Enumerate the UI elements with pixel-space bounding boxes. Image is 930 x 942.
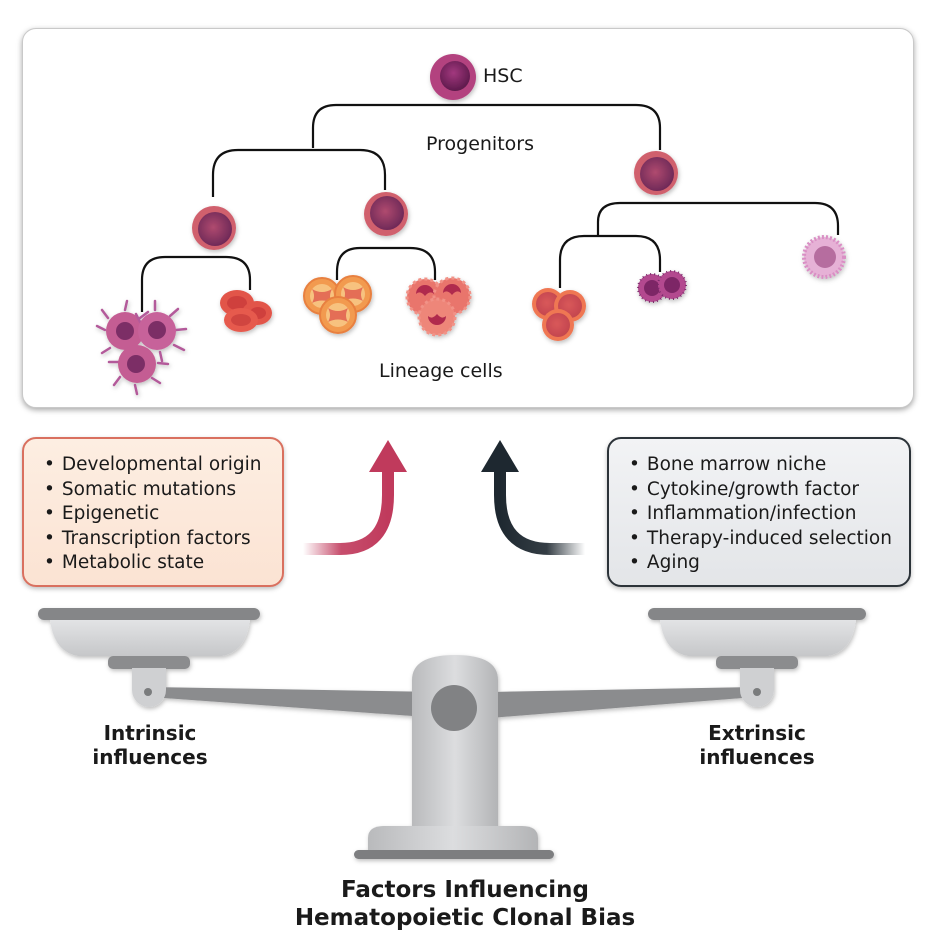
lineage-cells-label: Lineage cells: [379, 360, 503, 382]
title-line: Factors Influencing: [340, 877, 590, 903]
connector-eos-neut: [335, 246, 437, 280]
intrinsic-factor-item: Transcription factors: [44, 527, 282, 552]
balance-scale-icon: [38, 608, 866, 859]
extrinsic-factor-item: Therapy-induced selection: [629, 527, 909, 552]
scale-beam: [150, 687, 440, 718]
intrinsic-label-line: influences: [92, 745, 208, 769]
intrinsic-label-line: Intrinsic: [103, 721, 197, 745]
connector-right-split: [596, 201, 840, 236]
intrinsic-factor-item: Developmental origin: [44, 453, 282, 478]
red-blood-cells-icon: [220, 290, 272, 332]
dendritic-cell-icon: [802, 235, 846, 279]
connector-lymphoid: [558, 234, 662, 288]
progenitor-cell-icon: [634, 151, 678, 195]
intrinsic-factors-box: Developmental origin Somatic mutations E…: [22, 437, 284, 587]
intrinsic-influences-label: Intrinsic influences: [80, 721, 220, 769]
hsc-label: HSC: [483, 65, 523, 87]
progenitors-label: Progenitors: [426, 133, 534, 155]
figure-title: Factors Influencing Hematopoietic Clonal…: [0, 876, 930, 932]
scale-beam: [490, 687, 755, 718]
progenitor-cell-icon: [192, 206, 236, 250]
extrinsic-influences-label: Extrinsic influences: [687, 721, 827, 769]
intrinsic-factor-item: Epigenetic: [44, 502, 282, 527]
intrinsic-arrow-icon: [303, 440, 407, 555]
intrinsic-factors-list: Developmental origin Somatic mutations E…: [44, 453, 282, 576]
extrinsic-label-line: Extrinsic: [708, 721, 806, 745]
extrinsic-label-line: influences: [699, 745, 815, 769]
connector-left-split: [211, 148, 387, 197]
progenitor-cell-icon: [364, 192, 408, 236]
extrinsic-factors-list: Bone marrow niche Cytokine/growth factor…: [629, 453, 909, 576]
lymphoid-cells-orange-icon: [532, 288, 586, 341]
eosinophil-cells-icon: [303, 275, 372, 334]
tree-connectors: [140, 103, 840, 312]
extrinsic-factor-item: Bone marrow niche: [629, 453, 909, 478]
intrinsic-factor-item: Metabolic state: [44, 551, 282, 576]
extrinsic-arrow-icon: [481, 440, 585, 555]
lymphoid-cells-purple-icon: [637, 270, 687, 303]
connector-hsc-split: [311, 103, 662, 150]
extrinsic-factor-item: Inflammation/infection: [629, 502, 909, 527]
hsc-cell-icon: [430, 54, 476, 100]
connector-megak-rbc: [140, 255, 252, 312]
extrinsic-factors-box: Bone marrow niche Cytokine/growth factor…: [607, 437, 911, 587]
neutrophil-cells-icon: [405, 276, 472, 337]
title-line: Hematopoietic Clonal Bias: [294, 905, 636, 931]
intrinsic-factor-item: Somatic mutations: [44, 478, 282, 503]
extrinsic-factor-item: Aging: [629, 551, 909, 576]
extrinsic-factor-item: Cytokine/growth factor: [629, 478, 909, 503]
megakaryocyte-cells-icon: [95, 299, 188, 396]
